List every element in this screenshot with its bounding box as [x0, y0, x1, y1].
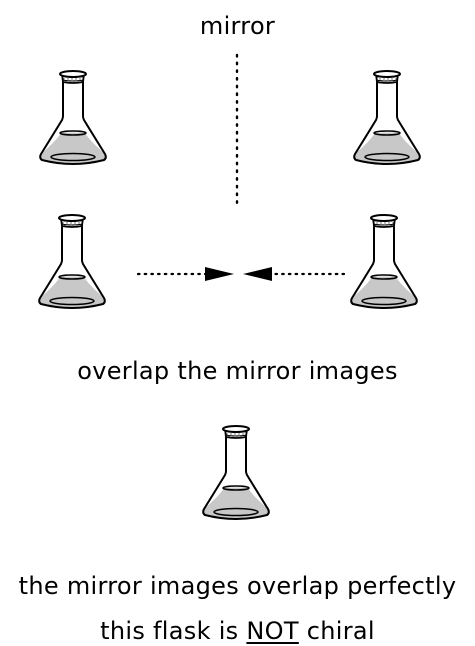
- flask-overlapped: [202, 425, 270, 520]
- instruction-label: overlap the mirror images: [77, 357, 398, 385]
- flask-original: [39, 70, 107, 165]
- conclusion-line-2: this flask is NOT chiral: [0, 617, 475, 645]
- left-arrow: [136, 267, 234, 281]
- flask-mirror-moving: [350, 214, 418, 309]
- conclusion-prefix: this flask is: [100, 617, 247, 645]
- right-arrow: [243, 267, 346, 281]
- not-emphasis: NOT: [246, 617, 299, 645]
- flask-mirror-image: [353, 70, 421, 165]
- flask-original-moving: [38, 214, 106, 309]
- conclusion-suffix: chiral: [298, 617, 375, 645]
- mirror-label: mirror: [199, 12, 276, 40]
- conclusion-line-1: the mirror images overlap perfectly: [18, 572, 457, 600]
